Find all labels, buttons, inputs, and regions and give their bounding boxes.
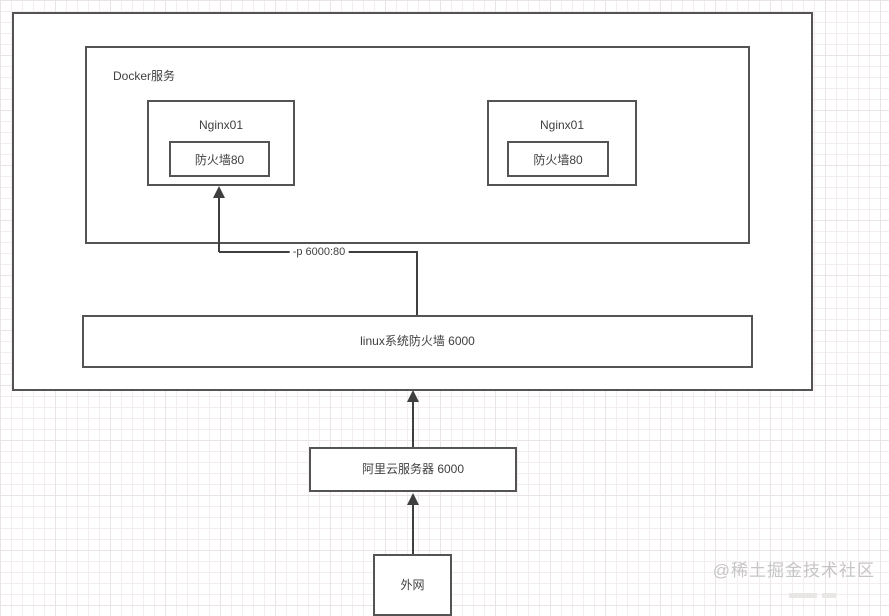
nginx01-node-right: Nginx01 防火墙80 xyxy=(487,100,637,186)
arrowhead-to-nginx01-icon xyxy=(213,186,225,198)
firewall80-right-label: 防火墙80 xyxy=(533,153,583,167)
linux-firewall-label: linux系统防火墙 6000 xyxy=(360,334,475,348)
port-mapping-connector-segment-vertical-right xyxy=(416,252,418,315)
extranet-to-aliyun-connector xyxy=(412,504,414,554)
arrowhead-to-aliyun-icon xyxy=(407,493,419,505)
watermark-text: @稀土掘金技术社区 xyxy=(712,561,875,580)
nginx01-node-left: Nginx01 防火墙80 xyxy=(147,100,295,186)
port-mapping-edge-label: -p 6000:80 xyxy=(289,246,349,258)
arrowhead-to-host-icon xyxy=(407,390,419,402)
aliyun-server-label: 阿里云服务器 6000 xyxy=(361,462,465,476)
nginx01-left-title: Nginx01 xyxy=(198,118,244,132)
firewall80-node-left: 防火墙80 xyxy=(169,141,270,177)
partial-watermark-mark xyxy=(789,593,817,598)
firewall80-left-label: 防火墙80 xyxy=(194,153,245,167)
port-mapping-connector-segment-vertical-left xyxy=(218,197,220,252)
nginx01-right-title: Nginx01 xyxy=(539,118,585,132)
docker-group-label: Docker服务 xyxy=(113,69,176,83)
extranet-label: 外网 xyxy=(400,578,425,592)
aliyun-to-host-connector xyxy=(412,401,414,447)
extranet-node: 外网 xyxy=(373,554,452,616)
firewall80-node-right: 防火墙80 xyxy=(507,141,609,177)
aliyun-server-node: 阿里云服务器 6000 xyxy=(309,447,517,492)
linux-firewall-node: linux系统防火墙 6000 xyxy=(82,315,753,368)
partial-watermark-mark xyxy=(822,593,836,598)
